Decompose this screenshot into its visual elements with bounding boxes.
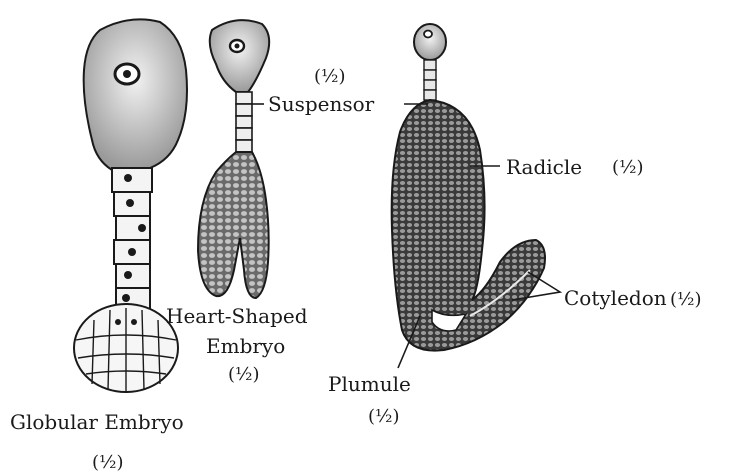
heart-shaped-embryo-figure [198,20,269,298]
globular-score: (½) [92,454,124,472]
cotyledon-label: Cotyledon [564,288,667,308]
radicle-label: Radicle [506,157,582,177]
cotyledon-score: (½) [670,291,702,309]
suspensor-label: Suspensor [268,94,374,114]
plumule-label: Plumule [328,374,411,394]
heart-shaped-label-line2: Embryo [206,336,285,356]
radicle-score: (½) [612,159,644,177]
mature-embryo-body [392,100,545,351]
globular-label: Globular Embryo [10,412,184,432]
mature-embryo-figure [392,24,545,351]
heart-basal-cell [210,20,269,92]
suspensor-score: (½) [314,68,346,86]
plumule-score: (½) [368,408,400,426]
heart-shaped-label-line1: Heart-Shaped [166,306,308,326]
heart-shaped-score: (½) [228,366,260,384]
mature-basal-cell [414,24,446,60]
globular-embryo-figure [74,19,187,392]
heart-embryo-proper [198,152,269,298]
globular-basal-cell [84,19,187,170]
globular-suspensor-chain [112,168,152,310]
